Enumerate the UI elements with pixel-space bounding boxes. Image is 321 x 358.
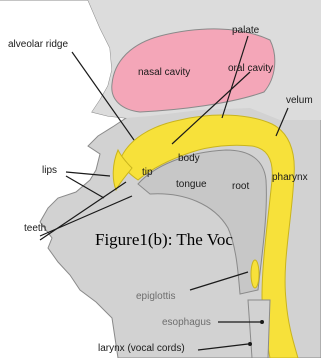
pharynx-label: pharynx	[272, 173, 308, 183]
nasal-cavity-label: nasal cavity	[138, 68, 190, 78]
lips-label: lips	[42, 166, 57, 176]
alveolar-ridge-label: alveolar ridge	[8, 40, 68, 50]
oral-cavity-label: oral cavity	[228, 64, 273, 74]
larynx-shape	[248, 300, 270, 358]
tongue-root-label: root	[232, 182, 249, 192]
epiglottis-label: epiglottis	[136, 292, 175, 302]
palate-label: palate	[232, 26, 259, 36]
larynx-pointer-dot	[248, 342, 252, 346]
teeth-label: teeth	[24, 224, 46, 234]
tongue-tip-label: tip	[142, 168, 153, 178]
tongue-label: tongue	[176, 180, 207, 190]
larynx-label: larynx (vocal cords)	[98, 344, 185, 354]
tongue-body-label: body	[178, 154, 200, 164]
epiglottis-shape	[251, 260, 259, 288]
figure-caption: Figure1(b): The Voc	[95, 231, 233, 248]
esophagus-label: esophagus	[162, 318, 211, 328]
esophagus-pointer-dot	[260, 320, 264, 324]
velum-label: velum	[286, 96, 313, 106]
